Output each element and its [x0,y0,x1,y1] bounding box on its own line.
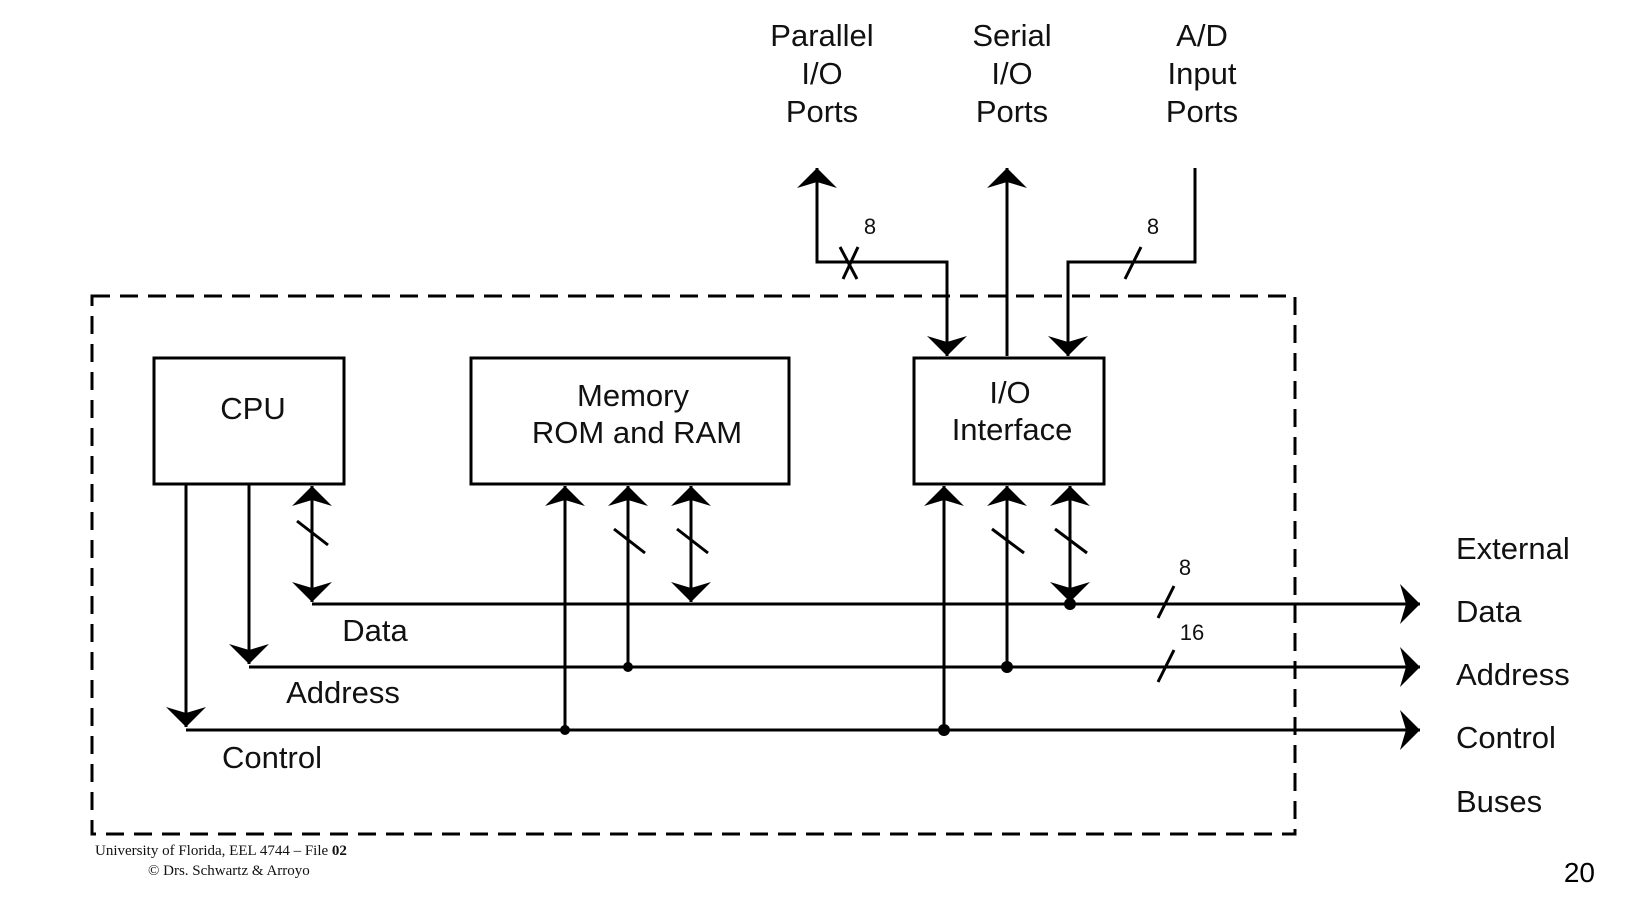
parallel-width-slash [841,246,860,280]
memory-block: Memory ROM and RAM [469,356,791,486]
external-buses-labels: External Data Address Control Buses [1456,531,1570,819]
svg-text:Input: Input [1168,56,1237,91]
io-interface-label-line1: I/O [989,375,1030,410]
external-control-label: Control [1456,720,1556,755]
io-interface-block: I/O Interface [912,356,1106,486]
address-bus-io-junction [1001,661,1013,673]
memory-label-line2: ROM and RAM [532,415,742,450]
svg-text:Ports: Ports [976,94,1048,129]
parallel-io-ports-label: Parallel I/O Ports [770,18,873,129]
ad-width-label: 8 [1147,214,1159,239]
address-bus-width-slash [1156,649,1176,683]
slide-footer: University of Florida, EEL 4744 – File 0… [95,843,347,879]
ad-width-slash [1123,246,1143,280]
footer-line1: University of Florida, EEL 4744 – File [95,843,332,859]
address-bus: 16 Address [229,484,1420,710]
data-bus-width-slash [1156,585,1176,619]
external-buses-label: Buses [1456,784,1542,819]
footer-file-number: 02 [332,843,347,859]
microcomputer-boundary [90,294,1297,836]
svg-text:I/O: I/O [991,56,1032,91]
svg-text:Ports: Ports [786,94,858,129]
svg-text:University of Florida, EEL 474: University of Florida, EEL 4744 – File 0… [95,843,347,859]
address-bus-width-label: 16 [1180,620,1204,645]
data-bus-width-label: 8 [1179,555,1191,580]
footer-line2: © Drs. Schwartz & Arroyo [148,863,310,879]
io-interface-label-line2: Interface [952,412,1073,447]
address-bus-memory-junction [623,662,633,672]
svg-text:A/D: A/D [1176,18,1228,53]
svg-text:Parallel: Parallel [770,18,873,53]
cpu-label: CPU [220,391,285,426]
control-bus: Control [166,484,1420,775]
data-bus-junction [1064,598,1076,610]
external-data-label: Data [1456,594,1522,629]
cpu-block: CPU [152,356,346,486]
internal-data-bus-label: Data [342,613,408,648]
memory-label-line1: Memory [577,378,689,413]
svg-text:Serial: Serial [972,18,1051,53]
control-bus-memory-junction [560,725,570,735]
external-address-label: Address [1456,657,1570,692]
svg-text:Ports: Ports [1166,94,1238,129]
svg-text:I/O: I/O [801,56,842,91]
external-heading: External [1456,531,1570,566]
control-bus-io-junction [938,724,950,736]
data-bus: 8 Data [292,486,1420,648]
internal-address-bus-label: Address [286,675,400,710]
ad-port-connection: 8 [1048,168,1197,356]
ad-input-ports-label: A/D Input Ports [1166,18,1238,129]
page-number: 20 [1564,857,1595,888]
parallel-port-connection: 8 [797,168,967,356]
internal-control-bus-label: Control [222,740,322,775]
serial-io-ports-label: Serial I/O Ports [972,18,1051,129]
parallel-width-label: 8 [864,214,876,239]
